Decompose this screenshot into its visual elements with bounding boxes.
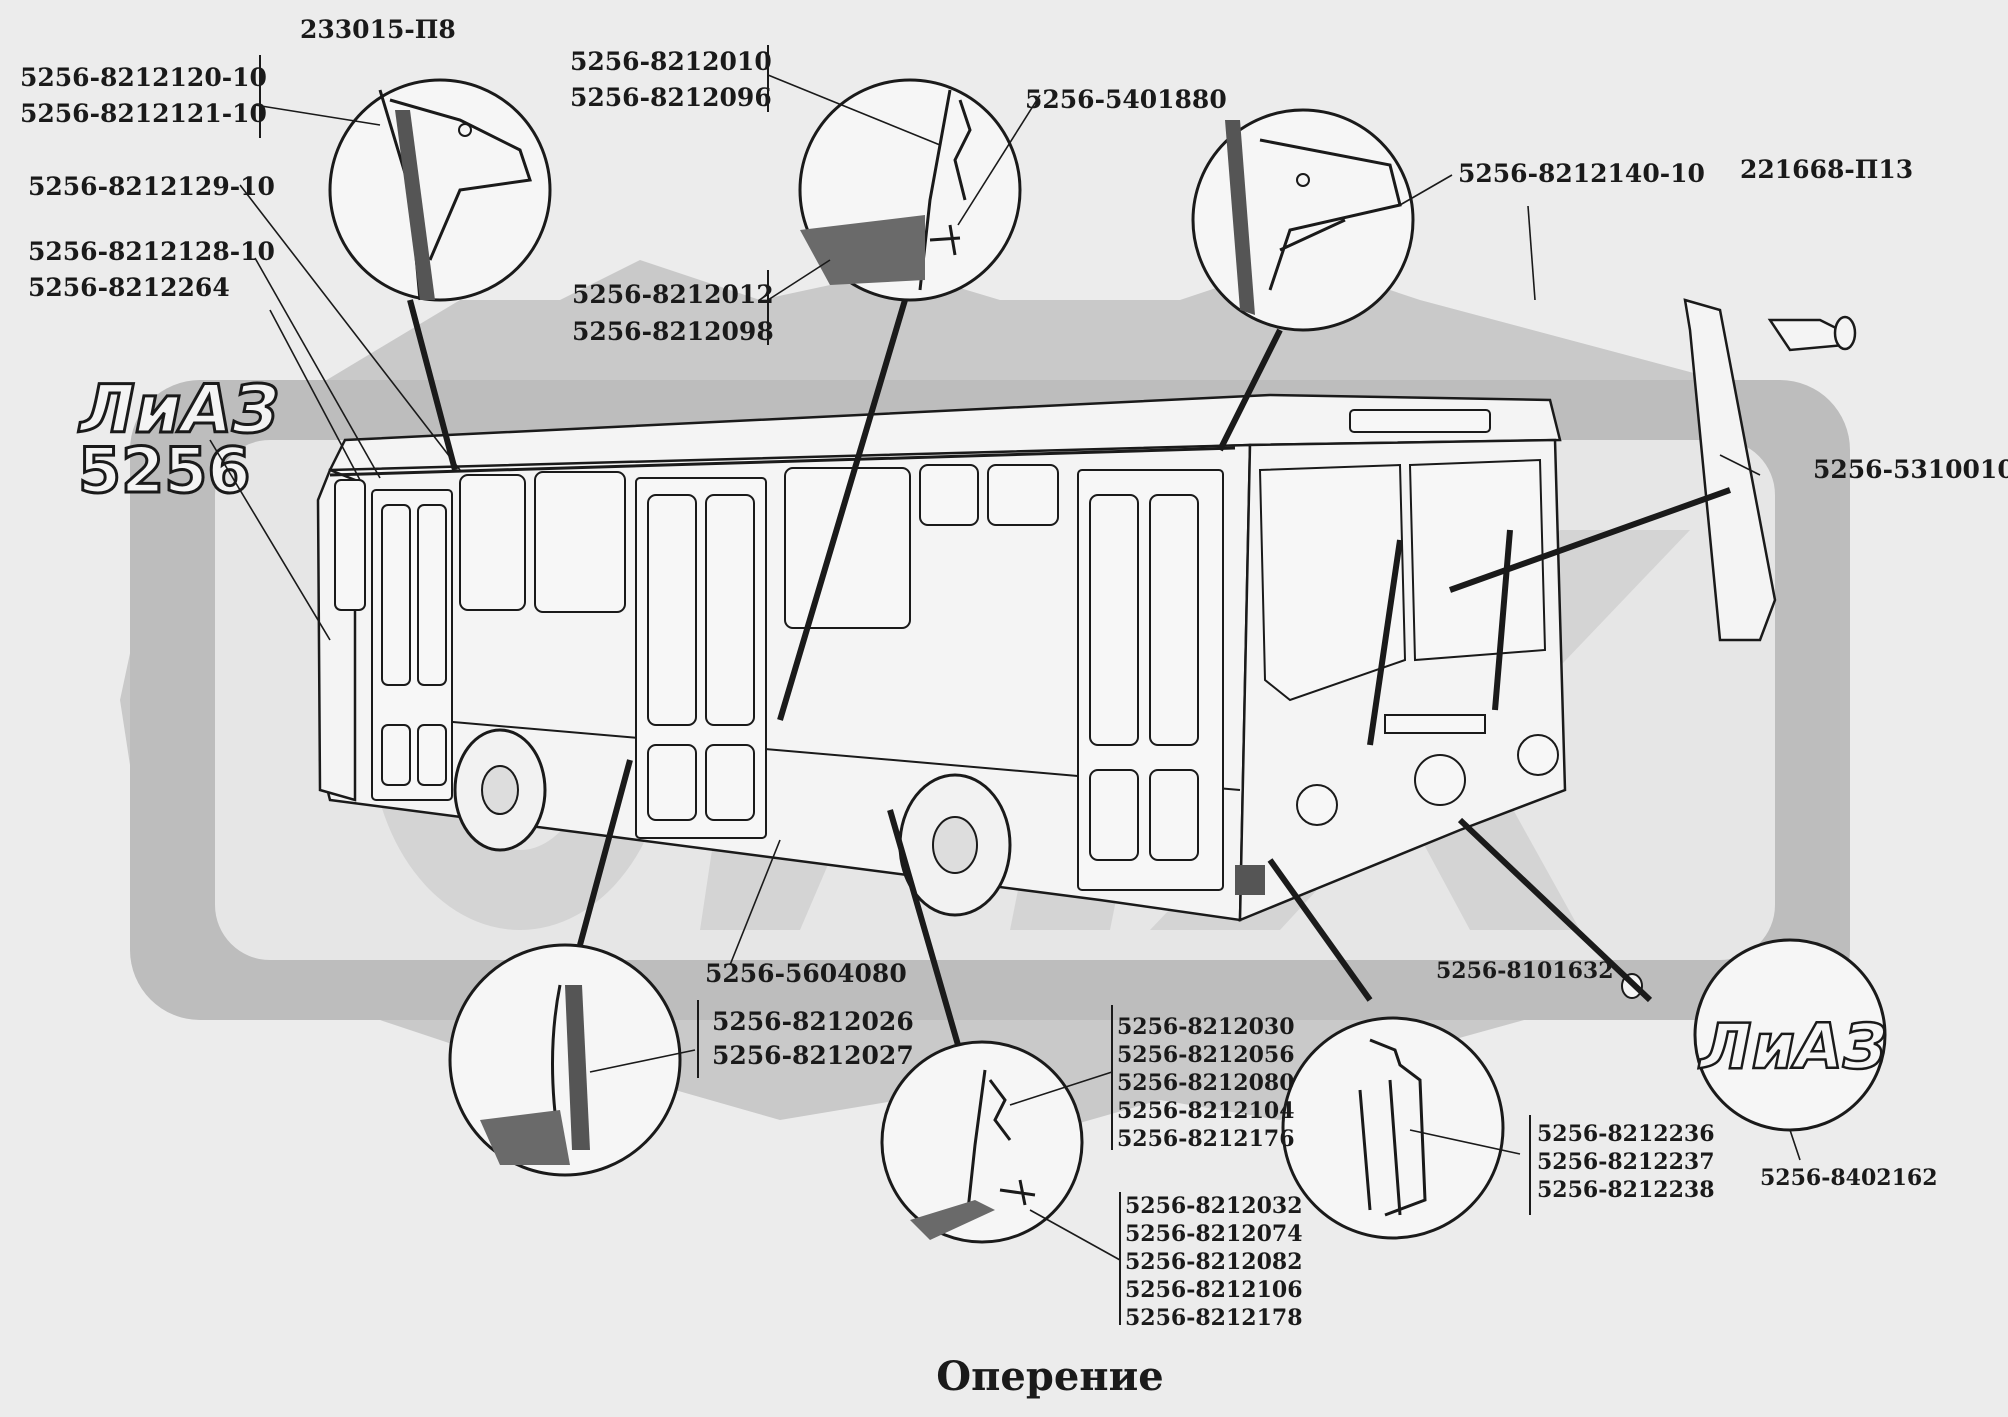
label-8212264: 5256-8212264 bbox=[28, 273, 230, 302]
round-emblem-text: ЛиАЗ bbox=[1698, 1010, 1887, 1083]
rear-door bbox=[371, 489, 453, 801]
rear-window bbox=[334, 479, 366, 611]
label-8212120: 5256-8212120-10 bbox=[20, 63, 267, 92]
detail-circle-3 bbox=[1191, 108, 1415, 332]
label-8212026: 5256-8212026 bbox=[712, 1007, 914, 1036]
front-emblem bbox=[1414, 754, 1466, 806]
label-5604080: 5256-5604080 bbox=[705, 959, 907, 988]
side-window-2 bbox=[534, 471, 626, 613]
middle-door bbox=[635, 477, 767, 839]
part-labels: 233015-П8 5256-8212120-10 5256-8212121-1… bbox=[20, 15, 2008, 1331]
bumper-corner bbox=[1235, 865, 1265, 895]
bus-body bbox=[316, 393, 1567, 922]
label-8212012: 5256-8212012 bbox=[572, 280, 774, 309]
diagram-title: Оперение bbox=[936, 1353, 1163, 1400]
label-8402162: 5256-8402162 bbox=[1760, 1165, 1938, 1191]
label-8212032: 5256-8212032 bbox=[1125, 1193, 1303, 1219]
windshield bbox=[1258, 463, 1407, 702]
label-8212056: 5256-8212056 bbox=[1117, 1042, 1295, 1068]
detail-circle-1 bbox=[328, 78, 552, 302]
label-5310010: 5256-5310010 bbox=[1813, 455, 2008, 484]
round-emblem: ЛиАЗ bbox=[1621, 938, 1888, 1132]
label-8212096: 5256-8212096 bbox=[570, 83, 772, 112]
detail-circle-2 bbox=[798, 78, 1022, 302]
windshield-bracket bbox=[1683, 298, 1857, 642]
label-233015-P8: 233015-П8 bbox=[300, 15, 456, 44]
model-plate-text: 5256 bbox=[78, 434, 251, 507]
label-8212236: 5256-8212236 bbox=[1537, 1121, 1715, 1147]
label-8212178: 5256-8212178 bbox=[1125, 1305, 1303, 1331]
detail-circle-6 bbox=[1281, 1016, 1505, 1240]
headlight-right bbox=[1517, 734, 1559, 776]
wiper-right bbox=[1492, 529, 1513, 711]
label-5401880: 5256-5401880 bbox=[1025, 85, 1227, 114]
label-8212080: 5256-8212080 bbox=[1117, 1070, 1295, 1096]
side-window-4 bbox=[919, 464, 979, 526]
logo-plate-brand: ЛиАЗ bbox=[77, 370, 281, 450]
front-door bbox=[1077, 469, 1224, 891]
route-display bbox=[1349, 409, 1491, 433]
label-8212140: 5256-8212140-10 bbox=[1458, 159, 1705, 188]
label-8212010: 5256-8212010 bbox=[570, 47, 772, 76]
label-8101632: 5256-8101632 bbox=[1436, 958, 1614, 984]
label-221668-P13: 221668-П13 bbox=[1740, 155, 1913, 184]
brand-plate-text: ЛиАЗ bbox=[78, 371, 279, 448]
label-8212098: 5256-8212098 bbox=[572, 317, 774, 346]
label-8212104: 5256-8212104 bbox=[1117, 1098, 1295, 1124]
detail-circle-4 bbox=[448, 943, 682, 1177]
front-grille bbox=[1384, 714, 1486, 734]
label-8212129: 5256-8212129-10 bbox=[28, 172, 275, 201]
label-8212237: 5256-8212237 bbox=[1537, 1149, 1715, 1175]
label-8212121: 5256-8212121-10 bbox=[20, 99, 267, 128]
label-8212082: 5256-8212082 bbox=[1125, 1249, 1303, 1275]
label-8212106: 5256-8212106 bbox=[1125, 1277, 1303, 1303]
label-8212128: 5256-8212128-10 bbox=[28, 237, 275, 266]
wiper-left bbox=[1367, 539, 1403, 746]
logo-plate-model: 5256 bbox=[77, 433, 253, 509]
label-8212030: 5256-8212030 bbox=[1117, 1014, 1295, 1040]
detail-circle-5 bbox=[880, 1040, 1084, 1244]
leader-lines bbox=[209, 45, 1801, 1325]
label-8212027: 5256-8212027 bbox=[712, 1041, 914, 1070]
label-8212074: 5256-8212074 bbox=[1125, 1221, 1303, 1247]
headlight-left bbox=[1296, 784, 1338, 826]
label-8212176: 5256-8212176 bbox=[1117, 1126, 1295, 1152]
roof-molding bbox=[329, 446, 1236, 477]
label-8212238: 5256-8212238 bbox=[1537, 1177, 1715, 1203]
side-window-1 bbox=[459, 474, 526, 611]
rear-wheel bbox=[453, 728, 547, 852]
windshield-right bbox=[1408, 458, 1547, 662]
side-window-5 bbox=[987, 464, 1059, 526]
